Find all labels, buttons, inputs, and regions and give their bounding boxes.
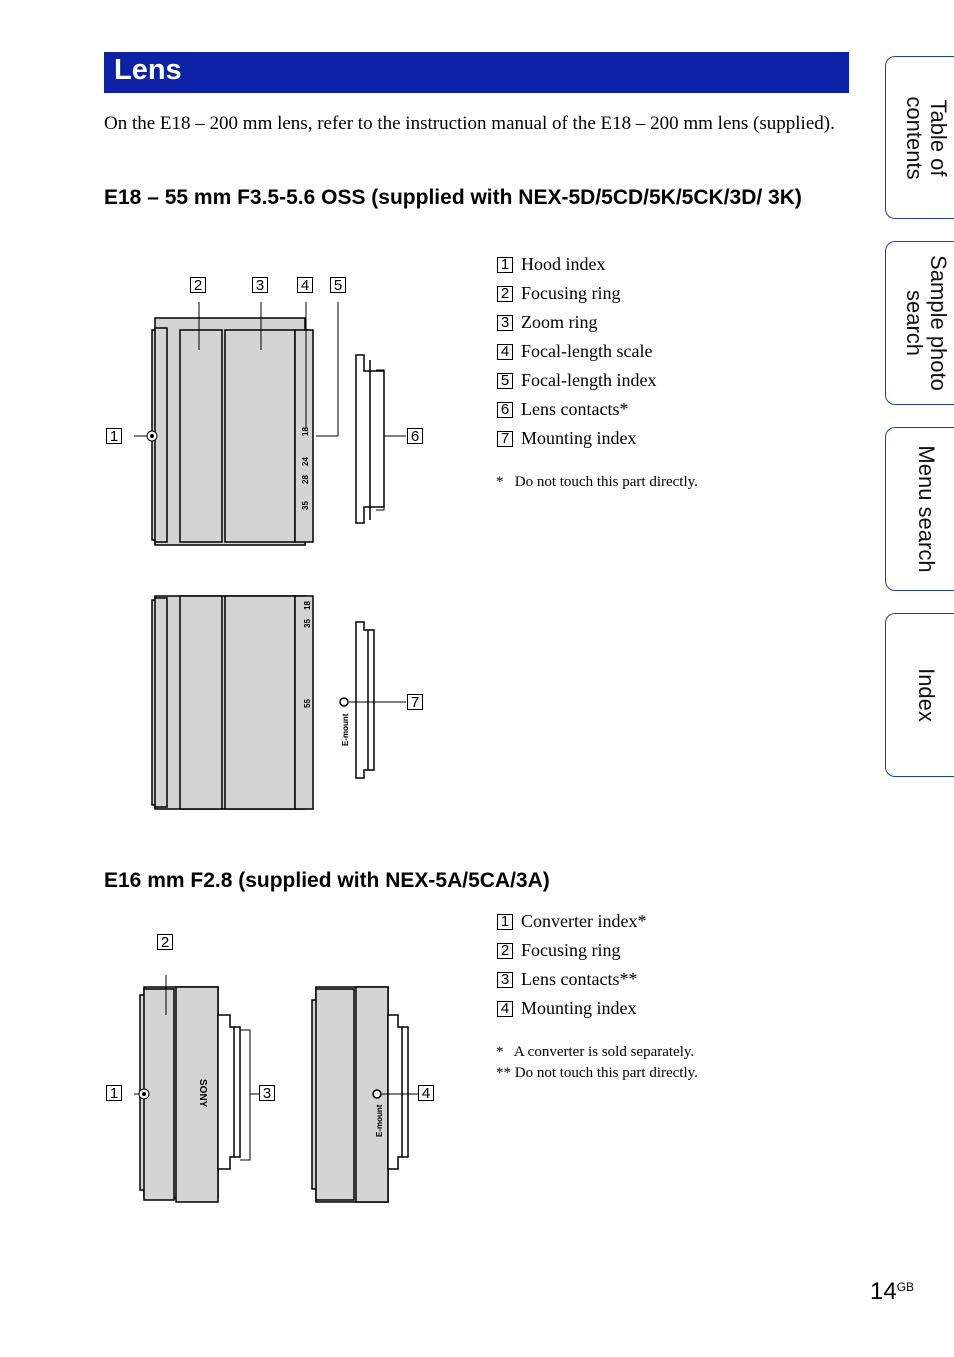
mount bbox=[387, 1014, 409, 1170]
part-number: 2 bbox=[497, 285, 513, 302]
page-number-value: 14 bbox=[870, 1278, 897, 1305]
part-number: 2 bbox=[497, 942, 513, 959]
hood-rim bbox=[315, 988, 355, 1201]
mounting-index-mark bbox=[372, 1089, 382, 1099]
scale-band bbox=[294, 329, 314, 543]
callout-label: 2 bbox=[157, 934, 173, 950]
lens1-side-diagram: 18 35 55 E-mount bbox=[151, 595, 406, 810]
focusing-ring bbox=[179, 329, 223, 543]
hood-index-dot bbox=[150, 434, 154, 438]
mount bbox=[217, 1014, 241, 1170]
section-title: Lens bbox=[114, 54, 182, 86]
mounting-index-mark bbox=[339, 697, 349, 707]
contacts-bracket bbox=[376, 369, 385, 511]
lens2-heading: E16 mm F2.8 (supplied with NEX-5A/5CA/3A… bbox=[104, 869, 550, 892]
part-label: Mounting index bbox=[521, 998, 637, 1018]
list-item: 2 Focusing ring bbox=[497, 279, 656, 308]
page-number-suffix: GB bbox=[896, 1280, 915, 1294]
scale-mark: 35 bbox=[303, 619, 312, 628]
part-label: Converter index* bbox=[521, 911, 647, 931]
list-item: 5 Focal-length index bbox=[497, 366, 656, 395]
scale-mark: 28 bbox=[301, 475, 310, 484]
part-label: Focusing ring bbox=[521, 940, 621, 960]
part-number: 4 bbox=[497, 343, 513, 360]
part-number: 6 bbox=[497, 401, 513, 418]
lens2-parts-list: 1 Converter index* 2 Focusing ring 3 Lens c… bbox=[497, 907, 646, 1023]
tab-sample-photo-search[interactable]: Sample photo search bbox=[885, 241, 954, 405]
focusing-ring bbox=[179, 595, 223, 810]
list-item: 1 Converter index* bbox=[497, 907, 646, 936]
list-item: 3 Lens contacts** bbox=[497, 965, 646, 994]
brand-logo: SONY bbox=[197, 1079, 208, 1108]
tab-table-of-contents[interactable]: Table of contents bbox=[885, 56, 954, 219]
part-number: 4 bbox=[497, 1000, 513, 1017]
part-number: 7 bbox=[497, 430, 513, 447]
mount-label: E-mount bbox=[375, 1104, 384, 1137]
hood-rim bbox=[143, 988, 175, 1201]
part-label: Focal-length scale bbox=[521, 341, 653, 361]
tab-label: Menu search bbox=[913, 445, 939, 573]
part-label: Hood index bbox=[521, 254, 606, 274]
lens2-side-diagram: E-mount bbox=[311, 986, 418, 1203]
part-label: Lens contacts* bbox=[521, 399, 629, 419]
scale-band bbox=[294, 595, 314, 810]
tab-menu-search[interactable]: Menu search bbox=[885, 427, 954, 591]
mount-label: E-mount bbox=[341, 713, 350, 746]
list-item: 2 Focusing ring bbox=[497, 936, 646, 965]
callout-label: 4 bbox=[418, 1085, 434, 1101]
mount bbox=[355, 621, 375, 779]
tab-index[interactable]: Index bbox=[885, 613, 954, 777]
lens2-footnote-2: ** Do not touch this part directly. bbox=[496, 1065, 698, 1081]
lens1-footnote: * Do not touch this part directly. bbox=[496, 474, 698, 490]
tab-label: Index bbox=[913, 668, 939, 722]
callout-label: 2 bbox=[190, 277, 206, 293]
tab-label: Sample photo search bbox=[901, 255, 951, 391]
callout-label: 6 bbox=[407, 428, 423, 444]
scale-mark: 18 bbox=[301, 427, 310, 436]
scale-mark: 24 bbox=[301, 457, 310, 466]
converter-index-dot bbox=[142, 1092, 146, 1096]
zoom-ring bbox=[224, 329, 296, 543]
list-item: 7 Mounting index bbox=[497, 424, 656, 453]
part-number: 3 bbox=[497, 971, 513, 988]
callout-label: 1 bbox=[106, 428, 122, 444]
part-label: Lens contacts** bbox=[521, 969, 638, 989]
contacts-bracket bbox=[240, 1029, 251, 1161]
intro-text: On the E18 – 200 mm lens, refer to the i… bbox=[104, 113, 835, 134]
part-number: 1 bbox=[497, 913, 513, 930]
scale-mark: 55 bbox=[303, 699, 312, 708]
part-label: Focusing ring bbox=[521, 283, 621, 303]
list-item: 3 Zoom ring bbox=[497, 308, 656, 337]
list-item: 4 Mounting index bbox=[497, 994, 646, 1023]
tab-label: Table of contents bbox=[901, 95, 951, 180]
lens1-front-diagram: 18 24 28 35 bbox=[134, 302, 406, 546]
part-number: 1 bbox=[497, 256, 513, 273]
callout-label: 3 bbox=[252, 277, 268, 293]
section-banner: Lens bbox=[104, 52, 849, 93]
zoom-ring bbox=[224, 595, 296, 810]
focusing-ring bbox=[175, 986, 219, 1203]
scale-mark: 35 bbox=[301, 501, 310, 510]
callout-label: 7 bbox=[407, 694, 423, 710]
scale-mark: 18 bbox=[303, 601, 312, 610]
page-number: 14GB bbox=[870, 1278, 914, 1306]
lens2-footnote-1: * A converter is sold separately. bbox=[496, 1044, 695, 1060]
list-item: 4 Focal-length scale bbox=[497, 337, 656, 366]
lens2-front-diagram: SONY bbox=[134, 975, 260, 1203]
callout-label: 3 bbox=[259, 1085, 275, 1101]
list-item: 6 Lens contacts* bbox=[497, 395, 656, 424]
callout-label: 5 bbox=[330, 277, 346, 293]
list-item: 1 Hood index bbox=[497, 250, 656, 279]
part-number: 5 bbox=[497, 372, 513, 389]
lens1-heading: E18 – 55 mm F3.5-5.6 OSS (supplied with … bbox=[104, 186, 802, 209]
callout-label: 1 bbox=[106, 1085, 122, 1101]
part-label: Focal-length index bbox=[521, 370, 657, 390]
part-label: Mounting index bbox=[521, 428, 637, 448]
callout-label: 4 bbox=[297, 277, 313, 293]
hood-rim bbox=[154, 597, 168, 808]
part-label: Zoom ring bbox=[521, 312, 598, 332]
part-number: 3 bbox=[497, 314, 513, 331]
